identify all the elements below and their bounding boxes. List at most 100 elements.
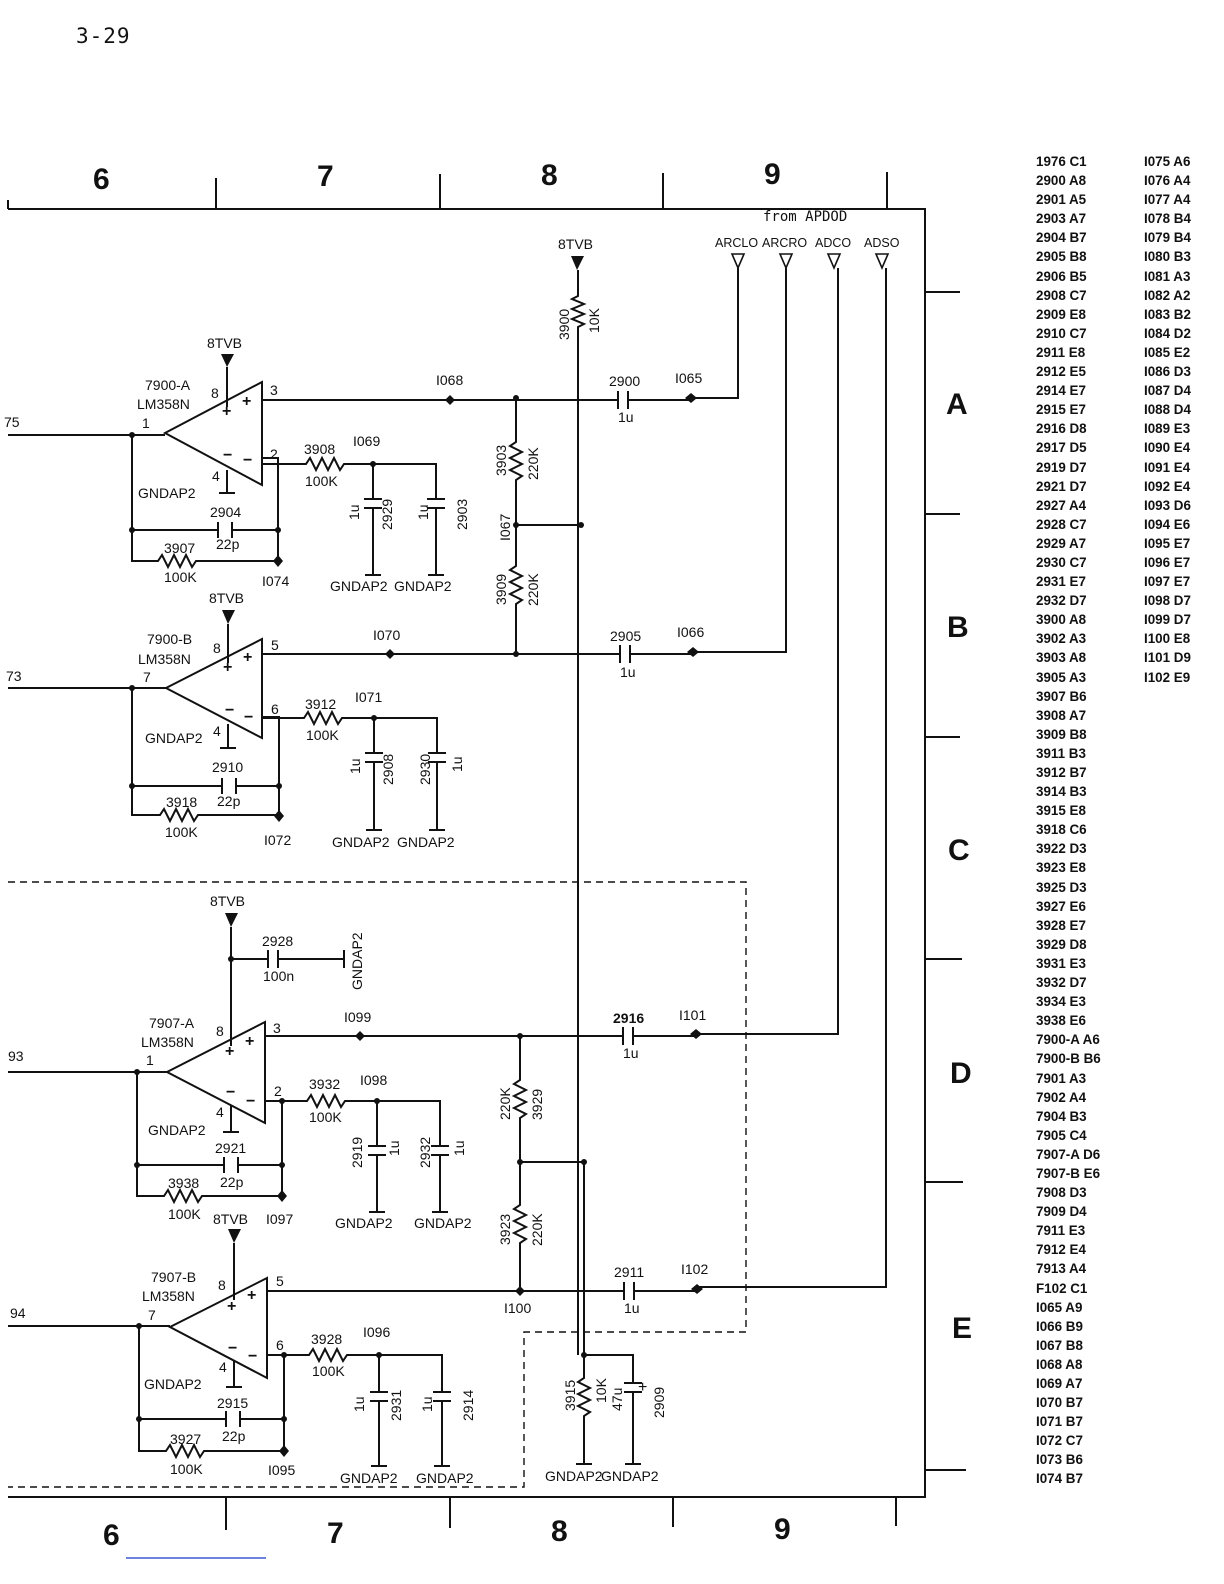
page-number: 3-29 <box>76 24 131 48</box>
svg-text:−: − <box>248 1348 257 1365</box>
index-entry: 2900 A8 <box>1036 173 1087 189</box>
capacitor-2914-value: 1u <box>419 1396 435 1412</box>
index-entry: I082 A2 <box>1144 287 1191 303</box>
opamp-7907-a-type: LM358N <box>141 1034 194 1050</box>
index-entry: I068 A8 <box>1036 1356 1083 1372</box>
node-I070: I070 <box>373 627 400 643</box>
supply-label-7907-a: 8TVB <box>210 893 245 909</box>
resistor-3903-ref: 3903 <box>493 445 509 476</box>
node-I069: I069 <box>353 433 380 449</box>
capacitor-2921-ref: 2921 <box>215 1140 246 1156</box>
index-entry: I074 B7 <box>1036 1471 1083 1487</box>
index-entry: 2928 C7 <box>1036 516 1087 532</box>
index-entry: 3925 D3 <box>1036 879 1087 895</box>
index-entry: 2904 B7 <box>1036 230 1087 246</box>
index-entry: 3918 C6 <box>1036 822 1087 838</box>
capacitor-2909-ref: 2909 <box>651 1387 667 1418</box>
index-entry: 2905 B8 <box>1036 249 1087 265</box>
svg-text:−: − <box>226 1084 235 1101</box>
index-entry: I072 C7 <box>1036 1433 1083 1449</box>
resistor-3909-value: 220K <box>525 573 541 606</box>
index-entry: 3907 B6 <box>1036 688 1087 704</box>
gnd-label-2908: GNDAP2 <box>332 834 390 850</box>
resistor-3927-value: 100K <box>170 1461 203 1477</box>
index-entry: 7900-B B6 <box>1036 1051 1101 1067</box>
index-entry: I080 B3 <box>1144 249 1191 265</box>
index-entry: 2921 D7 <box>1036 478 1087 494</box>
capacitor-2909-value: 47u <box>609 1388 625 1411</box>
opamp-7907-b-pin-vcc: 8 <box>218 1277 226 1293</box>
gnd-label-2928: GNDAP2 <box>349 932 365 990</box>
resistor-3923-ref: 3923 <box>497 1214 513 1245</box>
gnd-label-7900-a: GNDAP2 <box>138 485 196 501</box>
gnd-label-2903: GNDAP2 <box>394 578 452 594</box>
capacitor-2929-ref: 2929 <box>379 499 395 530</box>
node-I074: I074 <box>262 573 289 589</box>
index-entry: 3927 E6 <box>1036 898 1086 914</box>
wire-arclo <box>691 268 739 399</box>
node-I072: I072 <box>264 832 291 848</box>
opamp-7907-b: + + − − <box>167 1276 268 1380</box>
gnd-label-2909: GNDAP2 <box>601 1468 659 1484</box>
index-entry: I084 D2 <box>1144 325 1191 341</box>
capacitor-2928-value: 100n <box>263 968 294 984</box>
row-label-a: A <box>946 388 968 421</box>
opamp-7900-a-pin-gnd: 4 <box>212 468 220 484</box>
opamp-7900-b-ref: 7900-B <box>147 631 192 647</box>
index-entry: 3938 E6 <box>1036 1013 1086 1029</box>
column-label-top-9: 9 <box>764 158 781 191</box>
input-adso-label: ADSO <box>864 236 900 250</box>
opamp-7900-a: + + − − <box>162 380 263 487</box>
node-I071: I071 <box>355 689 382 705</box>
capacitor-2904-ref: 2904 <box>210 504 241 520</box>
gnd-label-2931: GNDAP2 <box>340 1470 398 1486</box>
index-entry: 7905 C4 <box>1036 1127 1087 1143</box>
index-entry: 7901 A3 <box>1036 1070 1087 1086</box>
supply-label-7907-b: 8TVB <box>213 1211 248 1227</box>
row-label-d: D <box>950 1057 972 1090</box>
index-entry: 3900 A8 <box>1036 612 1087 628</box>
gnd-label-2930: GNDAP2 <box>397 834 455 850</box>
left-stub-94: 94 <box>10 1305 26 1321</box>
capacitor-2911-value: 1u <box>624 1300 640 1316</box>
node-I100: I100 <box>504 1300 531 1316</box>
resistor-3909 <box>507 525 525 654</box>
index-entry: I066 B9 <box>1036 1318 1083 1334</box>
input-adco-label: ADCO <box>815 236 851 250</box>
index-entry: I076 A4 <box>1144 173 1191 189</box>
index-entry: I086 D3 <box>1144 364 1191 380</box>
capacitor-2910-value: 22p <box>217 793 241 809</box>
index-entry: 3931 E3 <box>1036 955 1086 971</box>
capacitor-2921-value: 22p <box>220 1174 244 1190</box>
gnd-label-7907-a: GNDAP2 <box>148 1122 206 1138</box>
index-entry: I077 A4 <box>1144 192 1191 208</box>
resistor-3923-value: 220K <box>529 1213 545 1246</box>
svg-text:+: + <box>227 1298 236 1315</box>
index-entry: I098 D7 <box>1144 593 1191 609</box>
opamp-7900-b-pin-vcc: 8 <box>213 640 221 656</box>
svg-text:+: + <box>245 1033 254 1050</box>
capacitor-2903-ref: 2903 <box>454 499 470 530</box>
resistor-3918-ref: 3918 <box>166 794 197 810</box>
index-entry: I067 B8 <box>1036 1337 1083 1353</box>
column-label-top-7: 7 <box>317 160 334 193</box>
capacitor-2915-ref: 2915 <box>217 1395 248 1411</box>
capacitor-2929-value: 1u <box>346 504 362 520</box>
gnd-label-2932: GNDAP2 <box>414 1215 472 1231</box>
index-entry: I094 E6 <box>1144 516 1191 532</box>
opamp-7907-b-type: LM358N <box>142 1288 195 1304</box>
node-I096: I096 <box>363 1324 390 1340</box>
capacitor-2916-ref: 2916 <box>613 1010 644 1026</box>
opamp-7900-b-pin-gnd: 4 <box>213 723 221 739</box>
capacitor-2916-value: 1u <box>623 1045 639 1061</box>
capacitor-2905-value: 1u <box>620 664 636 680</box>
svg-text:+: + <box>222 403 231 420</box>
index-entry: I096 E7 <box>1144 554 1191 570</box>
input-arclo-label: ARCLO <box>715 236 758 250</box>
index-entry: F102 C1 <box>1036 1280 1088 1296</box>
resistor-3900-ref: 3900 <box>556 309 572 340</box>
capacitor-2919-ref: 2919 <box>349 1137 365 1168</box>
node-I065: I065 <box>675 370 702 386</box>
index-entry: I081 A3 <box>1144 268 1191 284</box>
index-entry: 7904 B3 <box>1036 1108 1087 1124</box>
